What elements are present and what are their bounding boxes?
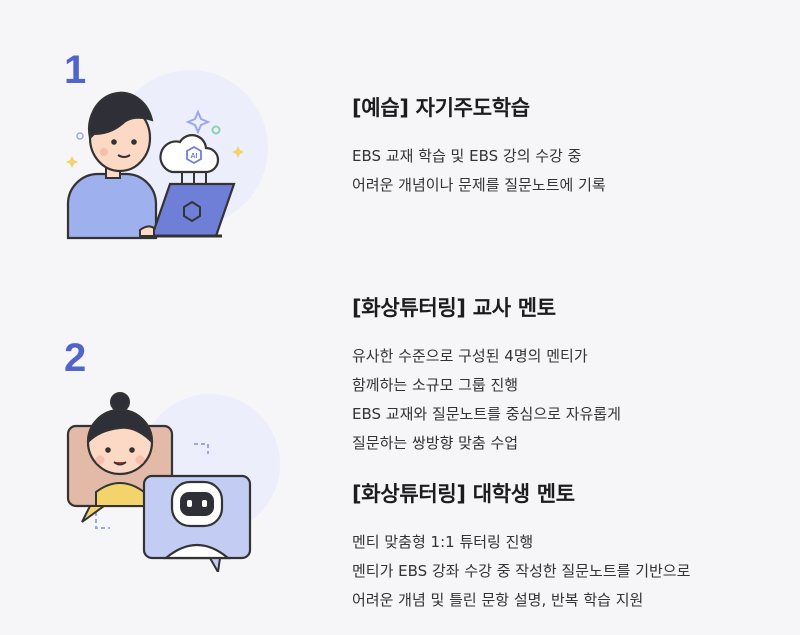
description-line: 멘티 맞춤형 1:1 튜터링 진행 bbox=[352, 533, 534, 551]
laptop-icon bbox=[139, 182, 236, 238]
robot-video-icon bbox=[142, 474, 252, 572]
section-description: EBS 교재 학습 및 EBS 강의 수강 중 어려운 개념이나 문제를 질문노… bbox=[352, 142, 606, 200]
step-1-section-1: [예습] 자기주도학습 EBS 교재 학습 및 EBS 강의 수강 중 어려운 … bbox=[352, 92, 606, 200]
description-line: 유사한 수준으로 구성된 4명의 멘티가 bbox=[352, 347, 588, 365]
description-line: EBS 교재와 질문노트를 중심으로 자유롭게 bbox=[352, 405, 621, 423]
step-2-section-2: [화상튜터링] 대학생 멘토 멘티 맞춤형 1:1 튜터링 진행 멘티가 EBS… bbox=[352, 478, 690, 615]
description-line: 어려운 개념 및 틀린 문항 설명, 반복 학습 지원 bbox=[352, 591, 644, 609]
description-line: 멘티가 EBS 강좌 수강 중 작성한 질문노트를 기반으로 bbox=[352, 562, 691, 580]
section-description: 유사한 수준으로 구성된 4명의 멘티가 함께하는 소규모 그룹 진행 EBS … bbox=[352, 342, 621, 458]
sparkle-icon bbox=[66, 109, 244, 168]
student-laptop-illustration: AI bbox=[66, 70, 268, 240]
ai-badge-text: AI bbox=[191, 153, 198, 160]
description-line: EBS 교재 학습 및 EBS 강의 수강 중 bbox=[352, 147, 582, 165]
description-line: 어려운 개념이나 문제를 질문노트에 기록 bbox=[352, 176, 606, 194]
section-title: [예습] 자기주도학습 bbox=[352, 96, 530, 120]
step-2-section-1: [화상튜터링] 교사 멘토 유사한 수준으로 구성된 4명의 멘티가 함께하는 … bbox=[352, 292, 621, 458]
description-line: 함께하는 소규모 그룹 진행 bbox=[352, 376, 519, 394]
section-description: 멘티 맞춤형 1:1 튜터링 진행 멘티가 EBS 강좌 수강 중 작성한 질문… bbox=[352, 528, 690, 615]
step-number-2: 2 bbox=[64, 336, 87, 380]
step-number-1: 1 bbox=[64, 48, 87, 92]
description-line: 질문하는 쌍방향 맞춤 수업 bbox=[352, 434, 519, 452]
section-title: [화상튜터링] 대학생 멘토 bbox=[352, 482, 575, 506]
section-title: [화상튜터링] 교사 멘토 bbox=[352, 296, 556, 320]
student-icon bbox=[66, 91, 158, 240]
video-tutoring-illustration bbox=[66, 392, 280, 572]
cloud-ai-icon: AI bbox=[159, 134, 220, 184]
